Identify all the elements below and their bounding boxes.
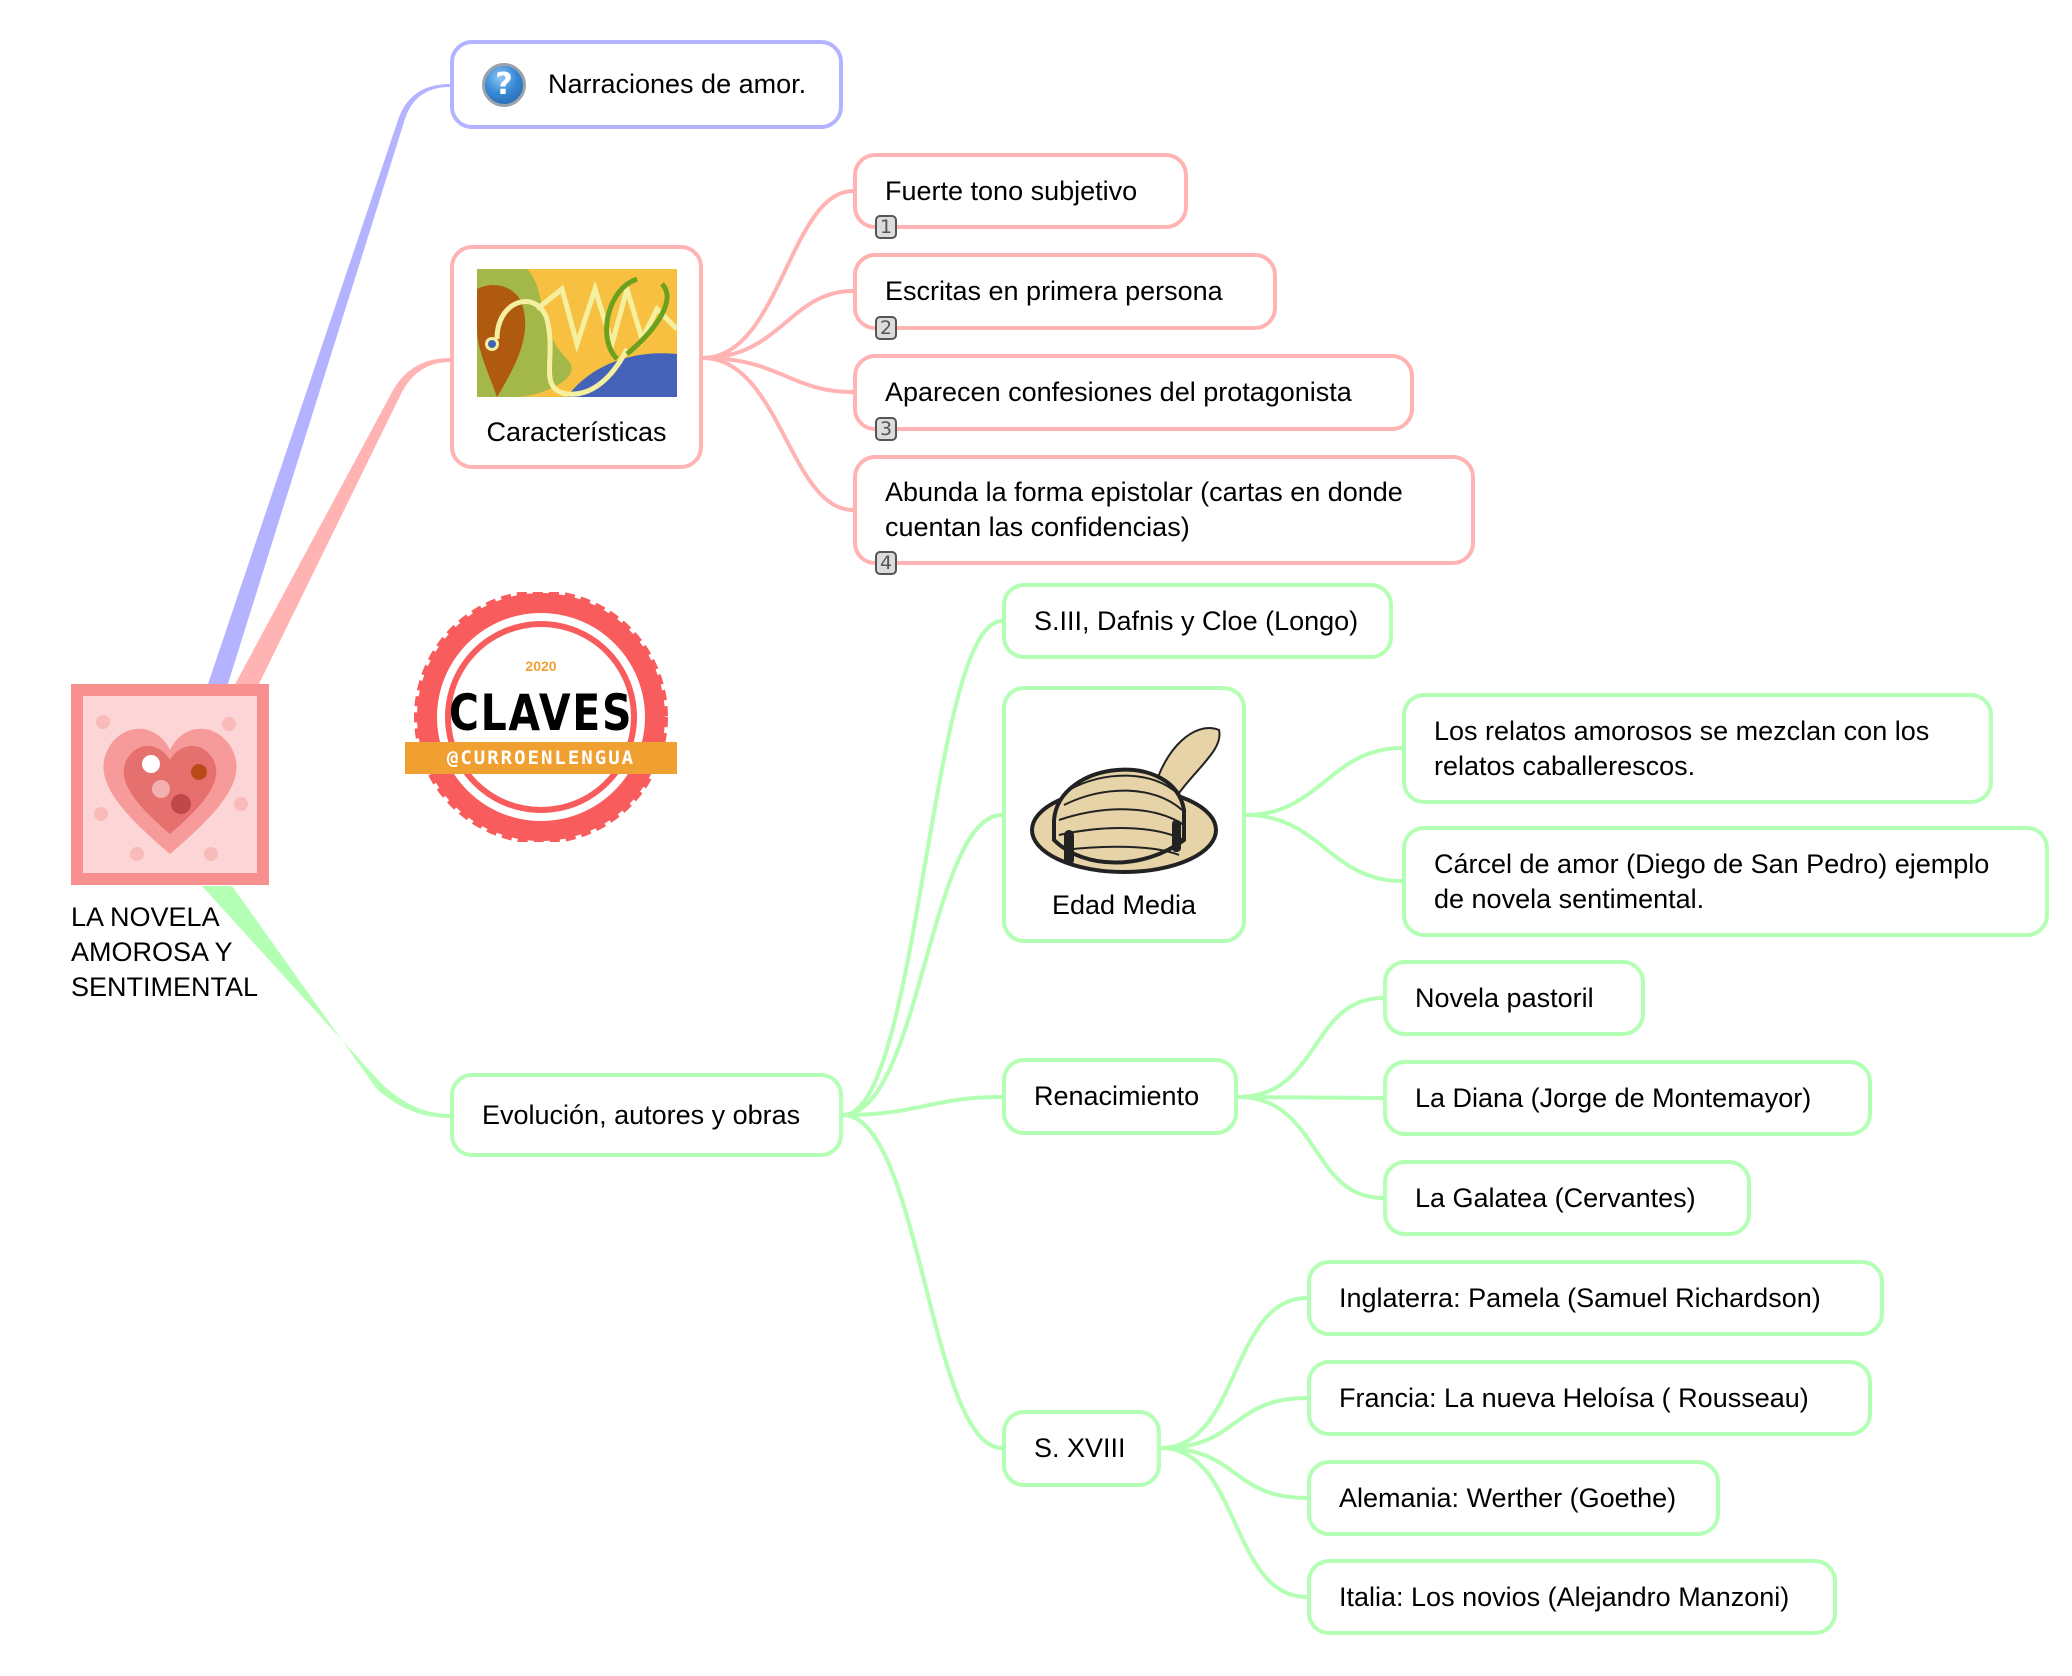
line-s18-4 (1159, 1446, 1309, 1599)
sxviii-item[interactable]: Italia: Los novios (Alejandro Manzoni) (1307, 1559, 1837, 1635)
sxviii-item-label: Francia: La nueva Heloísa ( Rousseau) (1339, 1382, 1809, 1413)
number-badge: 2 (875, 316, 897, 340)
edad-media-item[interactable]: Los relatos amorosos se mezclan con los … (1402, 693, 1993, 804)
sxviii-item[interactable]: Inglaterra: Pamela (Samuel Richardson) (1307, 1260, 1884, 1336)
line-evo-edad-media (841, 813, 1004, 1117)
edad-media-item-label: Los relatos amorosos se mezclan con los … (1434, 715, 1930, 781)
line-s18-2 (1159, 1396, 1309, 1450)
sticker-year: 2020 (525, 658, 557, 674)
node-edad-media[interactable]: Edad Media (1002, 686, 1246, 943)
node-siii[interactable]: S.III, Dafnis y Cloe (Longo) (1002, 583, 1393, 659)
number-badge: 4 (875, 551, 897, 575)
line-evo-renacimiento (841, 1095, 1004, 1117)
line-evo-sxviii (841, 1113, 1004, 1450)
sticker-handle: @CURROENLENGUA (446, 747, 636, 769)
sxviii-item-label: Alemania: Werther (Goethe) (1339, 1482, 1677, 1513)
characteristic-item[interactable]: Escritas en primera persona 2 (853, 253, 1277, 340)
node-edad-media-label: Edad Media (1051, 890, 1197, 920)
line-char-1 (701, 189, 855, 360)
sticker-seal-icon (405, 590, 677, 844)
node-sxviii[interactable]: S. XVIII (1002, 1410, 1161, 1487)
sxviii-item-label: Italia: Los novios (Alejandro Manzoni) (1339, 1581, 1790, 1612)
characteristic-item-label: Escritas en primera persona (885, 276, 1223, 306)
question-icon: ? (482, 62, 526, 107)
number-badge: 1 (875, 215, 897, 239)
characteristic-item-label: Fuerte tono subjetivo (885, 175, 1138, 206)
node-characteristics-label: Características (486, 417, 667, 447)
characteristic-item[interactable]: Fuerte tono subjetivo 1 (853, 153, 1188, 239)
heart-collage-image (71, 684, 269, 885)
characteristic-item[interactable]: Abunda la forma epistolar (cartas en don… (853, 455, 1475, 575)
line-ren-2 (1236, 1095, 1385, 1100)
node-renacimiento-label: Renacimiento (1034, 1081, 1200, 1111)
line-evo-siii (841, 619, 1004, 1117)
edad-media-item[interactable]: Cárcel de amor (Diego de San Pedro) ejem… (1402, 826, 2049, 937)
branch-line-definition (206, 84, 450, 690)
renacimiento-item-label: Novela pastoril (1415, 982, 1594, 1013)
sxviii-item[interactable]: Francia: La nueva Heloísa ( Rousseau) (1307, 1360, 1872, 1436)
characteristic-item-label: Abunda la forma epistolar (cartas en don… (885, 477, 1403, 542)
node-renacimiento[interactable]: Renacimiento (1002, 1058, 1238, 1135)
renacimiento-item[interactable]: La Galatea (Cervantes) (1383, 1160, 1751, 1236)
node-definition[interactable]: ? Narraciones de amor. (450, 40, 843, 129)
medieval-hat-image (1030, 727, 1221, 874)
line-s18-3 (1159, 1446, 1309, 1500)
renacimiento-item[interactable]: La Diana (Jorge de Montemayor) (1383, 1060, 1872, 1136)
root-label: LA NOVELA AMOROSA Y SENTIMENTAL (71, 902, 259, 1002)
renacimiento-item[interactable]: Novela pastoril (1383, 960, 1645, 1036)
line-ren-3 (1236, 1095, 1385, 1200)
line-char-2 (701, 289, 855, 360)
claves-sticker: 2020 CLAVES @CURROENLENGUA (405, 590, 677, 844)
renacimiento-item-label: La Diana (Jorge de Montemayor) (1415, 1082, 1812, 1113)
sticker-title: CLAVES (448, 684, 634, 742)
node-sxviii-label: S. XVIII (1034, 1433, 1126, 1463)
characteristic-item[interactable]: Aparecen confesiones del protagonista 3 (853, 354, 1414, 441)
line-char-3 (701, 356, 855, 394)
sxviii-item-label: Inglaterra: Pamela (Samuel Richardson) (1339, 1282, 1821, 1313)
edad-media-item-label: Cárcel de amor (Diego de San Pedro) ejem… (1434, 848, 1990, 914)
line-char-4 (701, 356, 855, 512)
line-s18-1 (1159, 1296, 1309, 1450)
renacimiento-item-label: La Galatea (Cervantes) (1415, 1182, 1696, 1213)
node-characteristics[interactable]: Características (450, 245, 703, 469)
stethoscope-heart-image (476, 269, 677, 397)
sxviii-item[interactable]: Alemania: Werther (Goethe) (1307, 1460, 1720, 1536)
node-siii-label: S.III, Dafnis y Cloe (Longo) (1034, 605, 1359, 636)
node-evolution-label: Evolución, autores y obras (482, 1099, 801, 1130)
line-em-2 (1244, 813, 1404, 883)
characteristic-item-label: Aparecen confesiones del protagonista (885, 377, 1352, 407)
number-badge: 3 (875, 417, 897, 441)
branch-line-characteristics (232, 358, 450, 690)
node-definition-label: Narraciones de amor. (548, 69, 807, 99)
line-ren-1 (1236, 996, 1385, 1099)
node-evolution[interactable]: Evolución, autores y obras (450, 1073, 843, 1157)
branch-line-evolution (202, 886, 450, 1118)
line-em-1 (1244, 746, 1404, 817)
